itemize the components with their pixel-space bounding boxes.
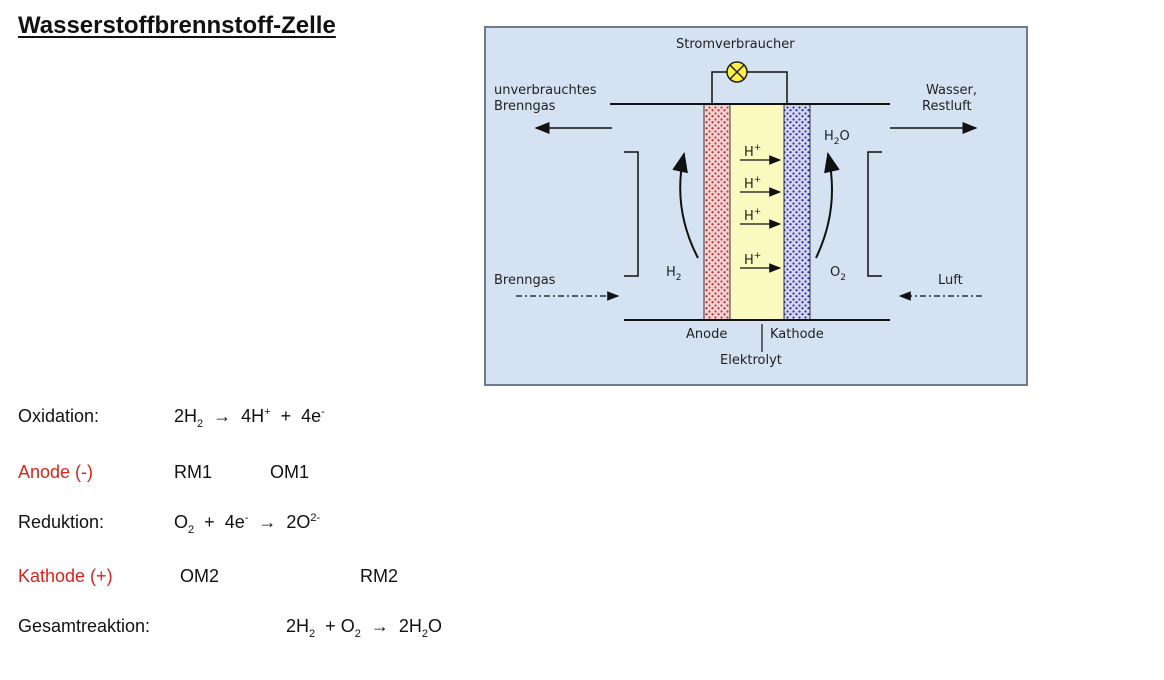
electrolyte-layer: [729, 103, 785, 321]
fuel-cell-diagram: Stromverbraucher unverbrauchtes Brenngas…: [484, 26, 1028, 386]
gesamt-label: Gesamtreaktion:: [18, 616, 151, 636]
right-bottom-label: Luft: [938, 273, 963, 288]
oxidation-label: Oxidation:: [18, 406, 100, 426]
svg-text:H+: H+: [744, 143, 761, 160]
anode-om: OM1: [270, 462, 310, 482]
page-title: Wasserstoffbrennstoff-Zelle: [18, 12, 336, 39]
oxidation-equation: 2H2→4H+ + 4e-: [174, 406, 325, 430]
svg-text:H+: H+: [744, 251, 761, 268]
kathode-rm: RM2: [360, 566, 399, 586]
anode-rm: RM1: [174, 462, 213, 482]
electrolyte-label: Elektrolyt: [720, 353, 782, 368]
left-top-label-2: Brenngas: [494, 99, 556, 114]
h2-label: H2: [666, 265, 682, 283]
gesamt-equation: 2H2 + O2→2H2O: [286, 616, 442, 640]
left-bottom-label: Brenngas: [494, 273, 556, 288]
kathode-om: OM2: [180, 566, 220, 586]
reduktion-equation: O2 + 4e-→2O2-: [174, 512, 321, 536]
svg-text:H+: H+: [744, 207, 761, 224]
right-top-label-1: Wasser,: [926, 83, 977, 98]
anode-label: Anode: [686, 327, 727, 342]
anode-layer: [703, 103, 731, 321]
kathode-eq-label: Kathode (+): [18, 566, 113, 586]
fuel-cell-svg: Stromverbraucher unverbrauchtes Brenngas…: [494, 37, 982, 368]
kathode-layer: [783, 103, 811, 321]
anode-eq-label: Anode (-): [18, 462, 94, 482]
consumer-label: Stromverbraucher: [676, 37, 795, 52]
left-top-label-1: unverbrauchtes: [494, 83, 597, 98]
svg-text:H+: H+: [744, 175, 761, 192]
reduktion-label: Reduktion:: [18, 512, 105, 532]
water-label: H2O: [824, 129, 850, 147]
right-top-label-2: Restluft: [922, 99, 972, 114]
proton-arrows: H+ H+ H+ H+: [740, 143, 782, 273]
o2-label: O2: [830, 265, 846, 283]
kathode-label: Kathode: [770, 327, 824, 342]
